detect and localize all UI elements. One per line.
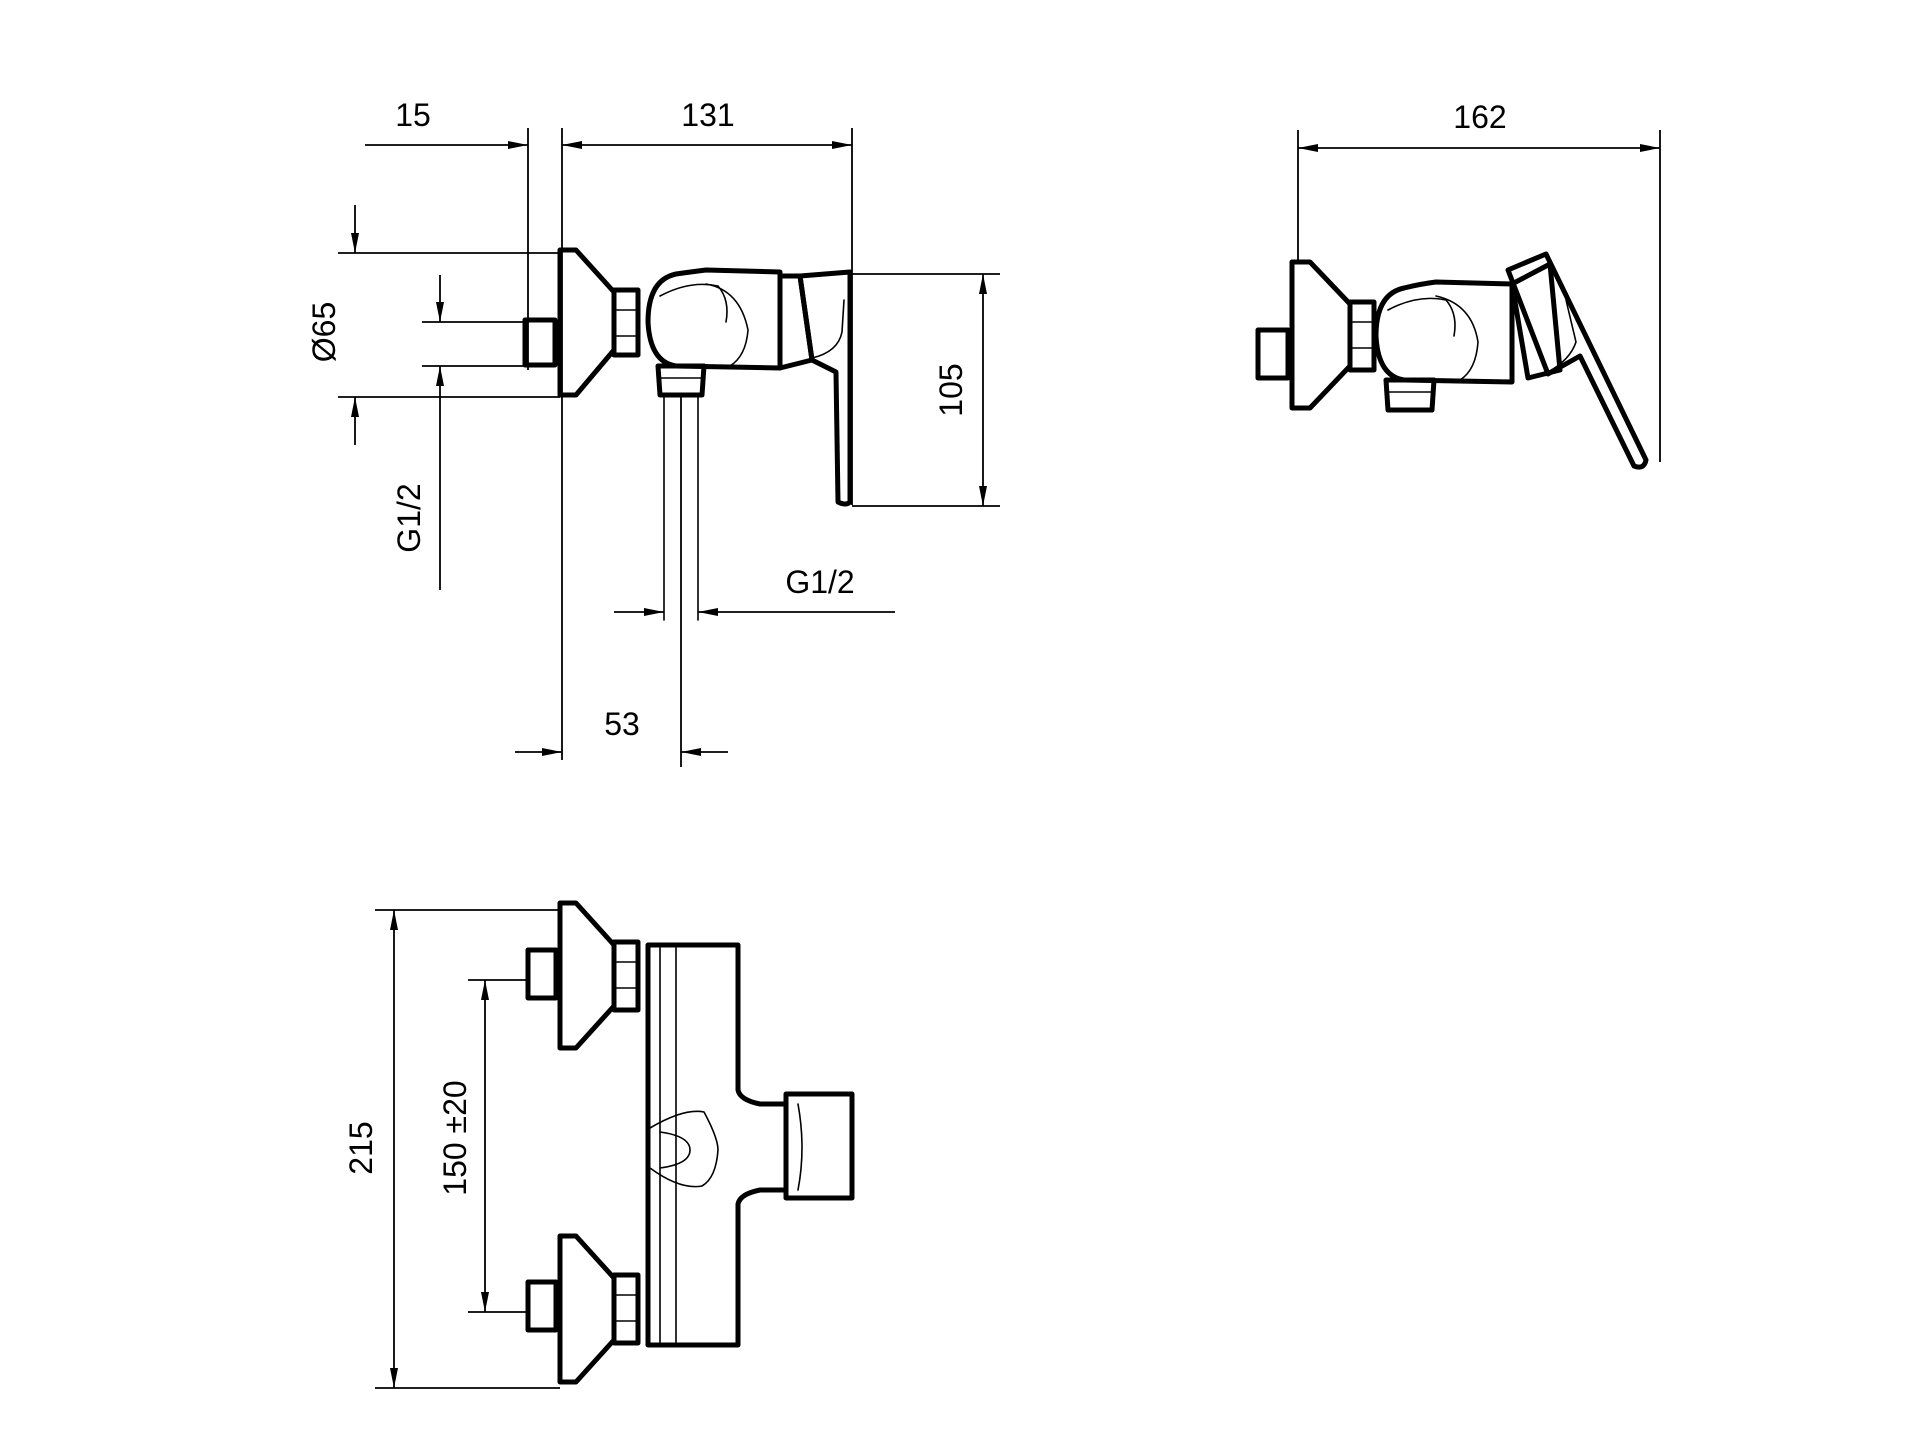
- rosette: [557, 247, 617, 398]
- lever: [797, 269, 853, 507]
- outlet-nipple: [1383, 377, 1437, 413]
- label-overall-height: 215: [343, 1121, 379, 1174]
- label-rosette-diameter: Ø65: [306, 302, 342, 362]
- lever: [1505, 251, 1649, 470]
- label-lever-height: 105: [933, 363, 969, 416]
- upper-rosette: [557, 900, 617, 1051]
- mixer-body: [645, 267, 783, 371]
- label-overall-width: 162: [1453, 99, 1506, 135]
- label-inlet-centers: 150 ±20: [437, 1080, 473, 1195]
- union-nut: [1347, 299, 1377, 373]
- label-rosette-offset: 15: [395, 97, 431, 133]
- label-outlet-thread: G1/2: [785, 564, 854, 600]
- lower-nut: [611, 1272, 641, 1346]
- lower-inlet-stub: [525, 1279, 559, 1333]
- label-outlet-offset: 53: [604, 706, 640, 742]
- label-inlet-thread: G1/2: [391, 483, 427, 552]
- upper-nut: [611, 939, 641, 1013]
- cartridge-housing: [1509, 261, 1563, 381]
- rosette: [1289, 259, 1353, 411]
- dimension-lines: [338, 128, 1661, 1389]
- union-nut: [611, 287, 641, 358]
- lower-rosette: [557, 1233, 617, 1385]
- dimension-labels: 15 131 162 Ø65 G1/2 G1/2 105 53 215 150 …: [306, 97, 1507, 1196]
- inlet-stub: [522, 317, 558, 368]
- lever-end: [783, 1091, 855, 1201]
- mixer-body: [1373, 279, 1515, 385]
- top-view: [1255, 251, 1649, 470]
- front-view: [525, 900, 855, 1385]
- upper-inlet-stub: [525, 947, 559, 1001]
- inlet-stub: [1255, 327, 1291, 381]
- label-projection: 131: [681, 97, 734, 133]
- outlet-nipple: [655, 363, 707, 398]
- side-view: [522, 247, 853, 621]
